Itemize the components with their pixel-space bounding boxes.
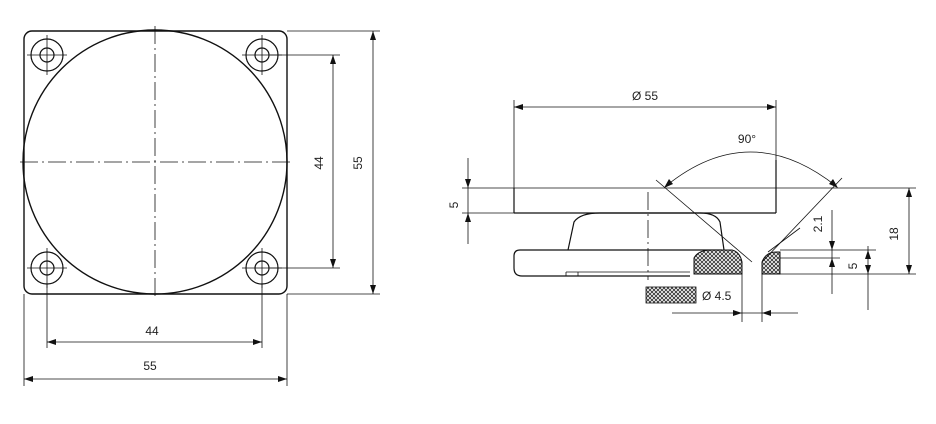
dimension-width: 55 (23, 294, 288, 386)
dimension-angle-90: 90° (664, 132, 838, 188)
dimension-label-44-vertical: 44 (312, 156, 326, 170)
housing-body (567, 212, 725, 251)
dimension-label-angle: 90° (738, 132, 756, 146)
dimension-label-diameter-55: Ø 55 (632, 89, 658, 103)
dimension-cord-diameter: Ø 4.5 (645, 274, 798, 322)
dimension-label-base-thickness: 5 (846, 262, 860, 269)
dimension-hole-spacing-vertical: 44 (270, 54, 340, 269)
dimension-label-total-height: 18 (887, 227, 901, 241)
dimension-diameter-55: Ø 55 (513, 89, 777, 188)
dimension-base-thickness: 5 (840, 246, 876, 310)
seal-section-right (761, 251, 781, 275)
base-plate (513, 249, 722, 277)
top-view: 44 55 44 55 (20, 26, 380, 386)
dimension-label-44-horizontal: 44 (145, 324, 159, 338)
side-view: Ø 55 90° 5 18 (447, 89, 916, 322)
cord-section-sample (645, 286, 697, 304)
dimension-label-55-horizontal: 55 (143, 359, 157, 373)
dimension-label-top-thickness: 5 (447, 201, 461, 208)
dimension-hole-spacing-horizontal: 44 (46, 284, 263, 348)
seal-section-left (693, 249, 743, 275)
dimension-groove-depth: 2.1 (767, 210, 840, 294)
dimension-total-height: 18 (780, 188, 916, 275)
dimension-label-cord-diameter: Ø 4.5 (702, 289, 732, 303)
dimension-height: 55 (287, 30, 380, 295)
plate-outline (23, 30, 288, 295)
dimension-top-thickness: 5 (447, 158, 514, 244)
mounting-hole-top-left (27, 35, 67, 75)
dimension-label-55-vertical: 55 (351, 156, 365, 170)
dimension-label-groove-depth: 2.1 (811, 215, 825, 232)
